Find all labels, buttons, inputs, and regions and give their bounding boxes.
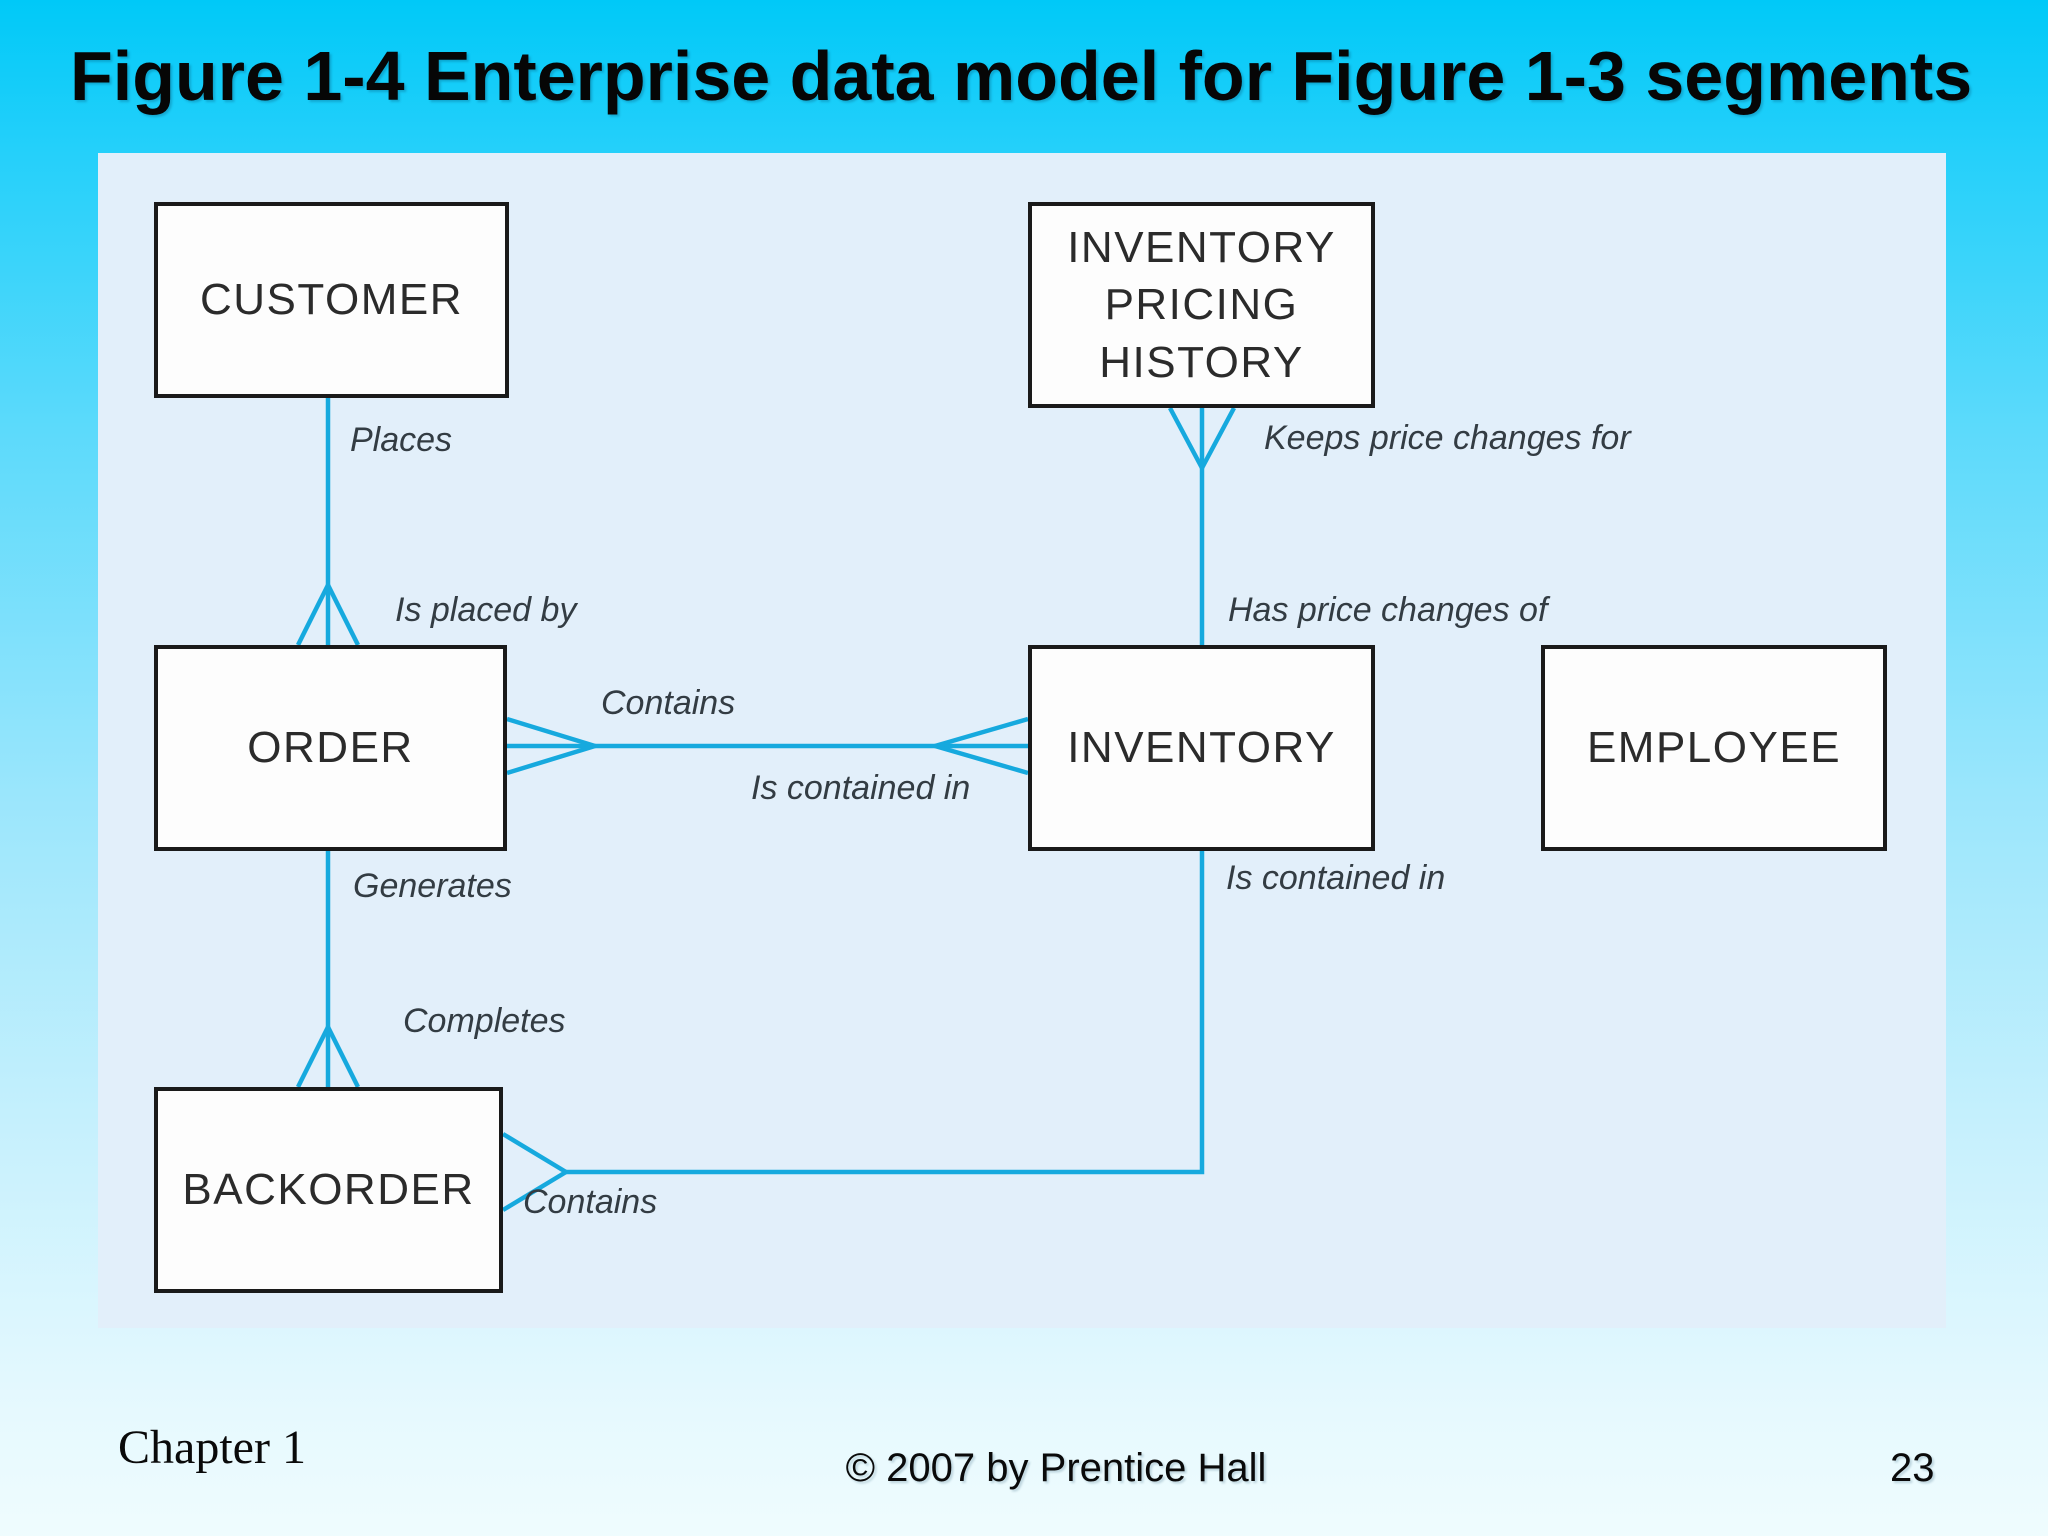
relationship-label-is-contained-in-inventory: Is contained in: [1226, 859, 1446, 897]
crowfoot-order-right-down: [506, 743, 596, 776]
crowfoot-history-bottom-left: [1168, 406, 1204, 470]
entity-employee: EMPLOYEE: [1541, 645, 1887, 851]
entity-inventory: INVENTORY: [1028, 645, 1375, 851]
footer-copyright: © 2007 by Prentice Hall: [845, 1446, 1267, 1490]
entity-order: ORDER: [154, 645, 507, 851]
crowfoot-order-top-right: [325, 583, 361, 647]
crowfoot-history-bottom-right: [1200, 406, 1236, 470]
crowfoot-inventory-left-down: [934, 743, 1029, 776]
relationship-label-has-price-changes-of: Has price changes of: [1228, 591, 1548, 629]
entity-customer: CUSTOMER: [154, 202, 509, 398]
entity-order-label: ORDER: [247, 723, 414, 773]
relationship-label-keeps-price-changes-for: Keeps price changes for: [1264, 419, 1631, 457]
relationship-label-is-placed-by: Is placed by: [395, 591, 577, 629]
relationship-connectors: [295, 398, 1236, 1212]
crowfoot-order-right-up: [506, 716, 596, 749]
entity-backorder-label: BACKORDER: [182, 1165, 475, 1215]
relationship-label-contains-order: Contains: [601, 684, 736, 722]
line-inventory-backorder: [566, 851, 1205, 1175]
entity-inventory-pricing-history-label: INVENTORY PRICING HISTORY: [1067, 223, 1336, 387]
entity-employee-label: EMPLOYEE: [1586, 723, 1842, 773]
slide-title: Figure 1-4 Enterprise data model for Fig…: [70, 37, 1973, 115]
relationship-label-completes: Completes: [403, 1002, 566, 1040]
relationship-label-is-contained-in-order: Is contained in: [751, 769, 971, 807]
er-diagram-panel: CUSTOMER INVENTORY PRICING HISTORY ORDER…: [98, 153, 1946, 1328]
crowfoot-backorder-top-left: [295, 1025, 331, 1089]
relationship-label-contains-backorder: Contains: [523, 1183, 658, 1221]
footer-chapter: Chapter 1: [118, 1421, 306, 1474]
crowfoot-order-top-left: [295, 583, 331, 647]
crowfoot-backorder-top-right: [325, 1025, 361, 1089]
entity-backorder: BACKORDER: [154, 1087, 503, 1293]
entity-customer-label: CUSTOMER: [200, 275, 463, 325]
relationship-label-generates: Generates: [353, 867, 512, 905]
crowfoot-inventory-left-up: [934, 716, 1029, 749]
crowfoot-backorder-right-down: [501, 1170, 568, 1212]
entity-inventory-label: INVENTORY: [1067, 723, 1336, 773]
relationship-label-places: Places: [350, 421, 453, 459]
crowfoot-backorder-right-up: [501, 1132, 568, 1174]
footer-page-number: 23: [1890, 1446, 1935, 1490]
entity-inventory-pricing-history: INVENTORY PRICING HISTORY: [1028, 202, 1375, 408]
